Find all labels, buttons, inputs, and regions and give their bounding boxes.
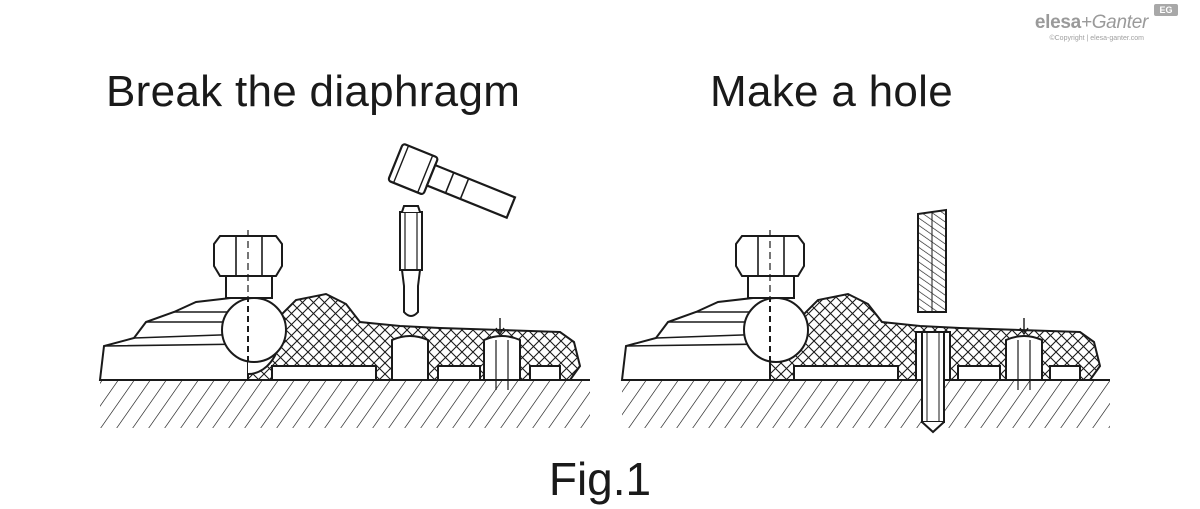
ball-joint-right [743,297,809,363]
recess-right-3 [1049,365,1081,381]
recess-left-1 [271,365,377,381]
recess-right-2 [957,365,1001,381]
diaphragm-hole-left [391,335,429,381]
brand-logo: elesa+Ganter EG ©Copyright | elesa-gante… [998,4,1178,48]
hammer-tool [387,143,517,220]
heading-break-diaphragm: Break the diaphragm [106,67,521,116]
right-assembly [620,208,1110,434]
ball-joint-left [221,297,287,363]
brand-name-elesa: elesa [1034,12,1081,33]
brand-wordmark: elesa+Ganter [1035,12,1148,34]
punch-tool [399,205,423,317]
left-assembly [98,143,590,428]
diaphragm-intact-left [483,335,521,381]
copyright-text: ©Copyright | elesa-ganter.com [1049,35,1144,42]
ground-hatch-left [100,380,590,428]
diaphragm-intact-right [1005,335,1043,381]
brand-name-ganter: +Ganter [1080,12,1148,33]
recess-left-3 [529,365,561,381]
brand-badge: EG [1154,4,1178,16]
recess-right-1 [793,365,899,381]
figure-caption: Fig.1 [548,453,652,505]
drill-through [921,331,945,434]
drill-bit [917,208,947,313]
ground-hatch-right [622,380,1110,428]
heading-make-hole: Make a hole [710,67,954,116]
recess-left-2 [437,365,481,381]
